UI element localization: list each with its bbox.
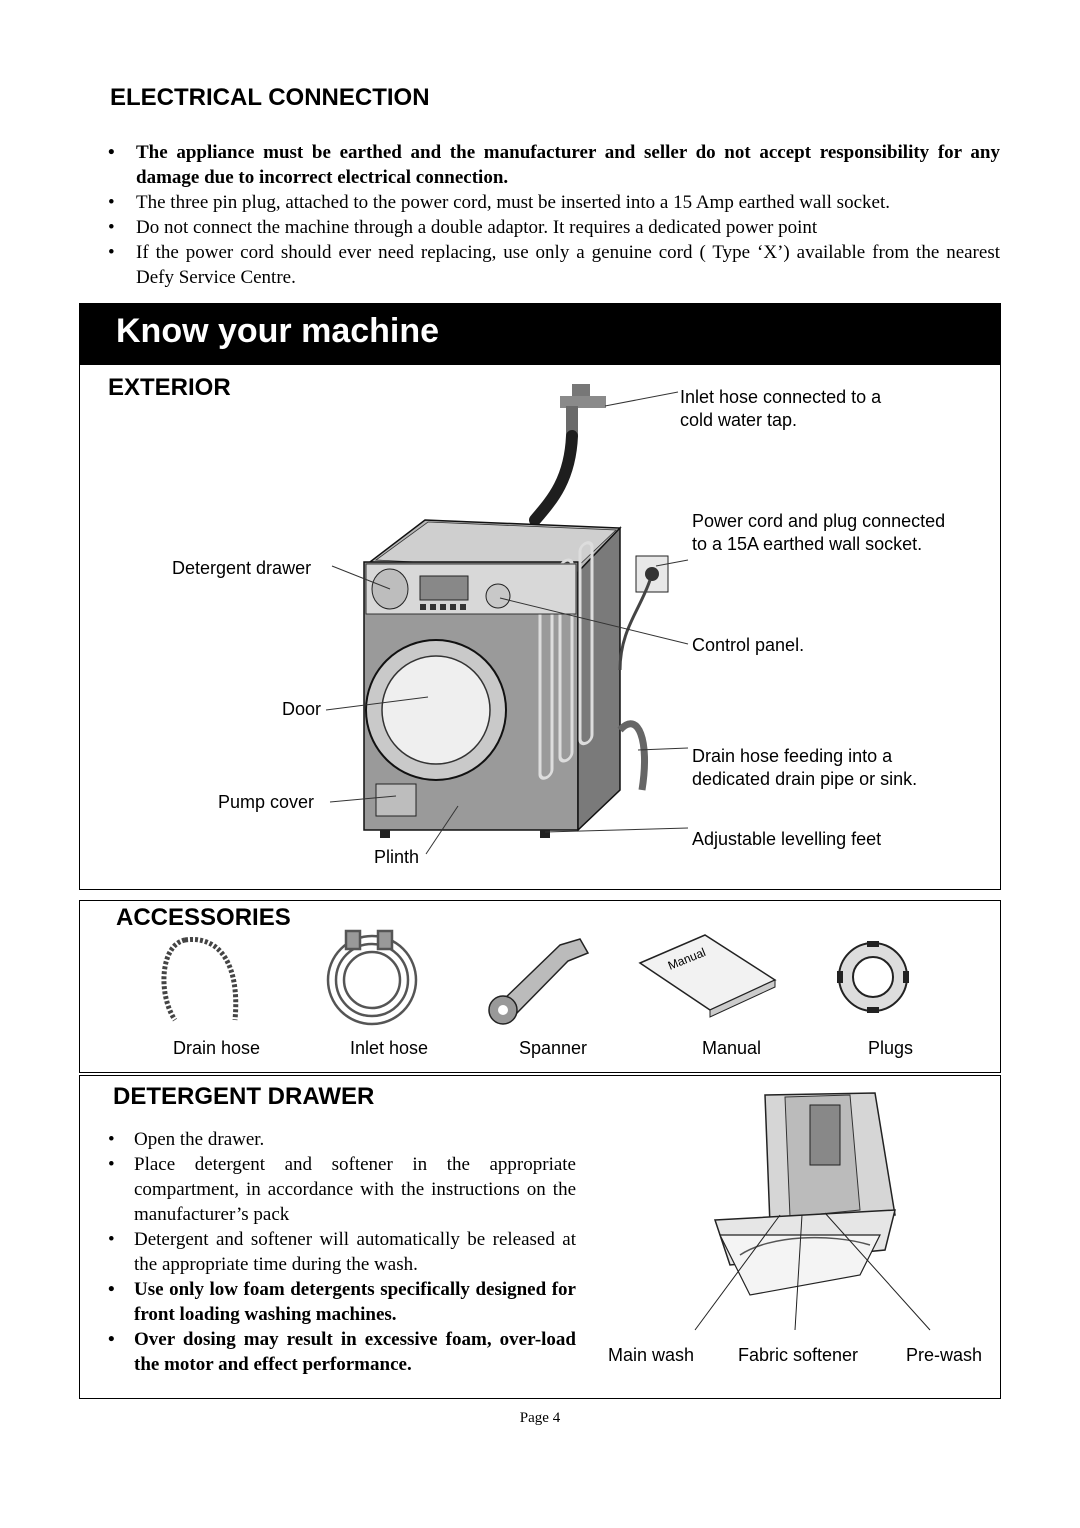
spanner-icon [488, 938, 590, 1025]
plinth-label: Plinth [374, 847, 420, 867]
accessory-label-spanner: Spanner [519, 1038, 588, 1058]
detergent-drawer-illustration [694, 1092, 931, 1331]
drain-hose-icon [617, 720, 648, 791]
pump-cover-icon [375, 783, 417, 817]
accessories-section [79, 900, 1001, 1073]
pump-cover-label: Pump cover [218, 792, 315, 812]
detergent-drawer-heading: DETERGENT DRAWER [113, 1083, 375, 1110]
detergent-drawer-list: Open the drawer. Place detergent and sof… [108, 1127, 576, 1377]
inlet-hose-icon [529, 430, 578, 526]
banner-title: Know your machine [116, 312, 440, 350]
door-label: Door [282, 699, 322, 719]
accessory-label-drain-hose: Drain hose [173, 1038, 261, 1058]
levelling-feet-label: Adjustable levelling feet [692, 829, 882, 849]
manual-icon: Manual [638, 934, 777, 1018]
list-item: If the power cord should ever need repla… [108, 240, 1000, 290]
list-item: Detergent and softener will automaticall… [108, 1227, 576, 1277]
compartment-label-pre-wash: Pre-wash [906, 1345, 983, 1365]
accessory-label-inlet-hose: Inlet hose [350, 1038, 429, 1058]
program-dial-icon [485, 583, 511, 609]
know-your-machine-banner [79, 303, 1001, 365]
accessories-heading: ACCESSORIES [116, 904, 291, 931]
detergent-drawer-label: Detergent drawer [172, 558, 312, 578]
electrical-connection-list: The appliance must be earthed and the ma… [108, 140, 1000, 290]
compartment-label-fabric-softener: Fabric softener [738, 1345, 859, 1365]
list-item: Open the drawer. [108, 1127, 576, 1152]
power-cord-icon [618, 579, 652, 671]
control-panel-label: Control panel. [692, 635, 805, 655]
page-number: Page 4 [519, 1410, 561, 1426]
list-item: The three pin plug, attached to the powe… [108, 190, 1000, 215]
accessories-illustration: Manual [161, 929, 909, 1026]
exterior-heading: EXTERIOR [108, 374, 231, 401]
accessory-label-plugs: Plugs [868, 1038, 914, 1058]
compartment-label-main-wash: Main wash [608, 1345, 695, 1365]
inlet-hose-label: Inlet hose connected to a cold water tap… [680, 387, 882, 430]
list-item: Place detergent and softener in the appr… [108, 1152, 576, 1227]
accessory-label-manual: Manual [702, 1038, 762, 1058]
list-item: The appliance must be earthed and the ma… [108, 140, 1000, 190]
tap-icon [560, 384, 606, 436]
exterior-section [79, 365, 1001, 890]
washing-machine-illustration [325, 384, 689, 855]
drain-hose-icon [161, 936, 239, 1022]
plugs-icon [837, 941, 909, 1013]
list-item: Use only low foam detergents specificall… [108, 1277, 576, 1327]
detergent-drawer-section [79, 1075, 1001, 1399]
drain-hose-label: Drain hose feeding into a dedicated drai… [692, 746, 918, 789]
list-item: Over dosing may result in excessive foam… [108, 1327, 576, 1377]
electrical-connection-heading: ELECTRICAL CONNECTION [110, 84, 430, 111]
inlet-hose-icon [326, 929, 418, 1026]
list-item: Do not connect the machine through a dou… [108, 215, 1000, 240]
power-cord-label: Power cord and plug connected to a 15A e… [692, 511, 946, 554]
